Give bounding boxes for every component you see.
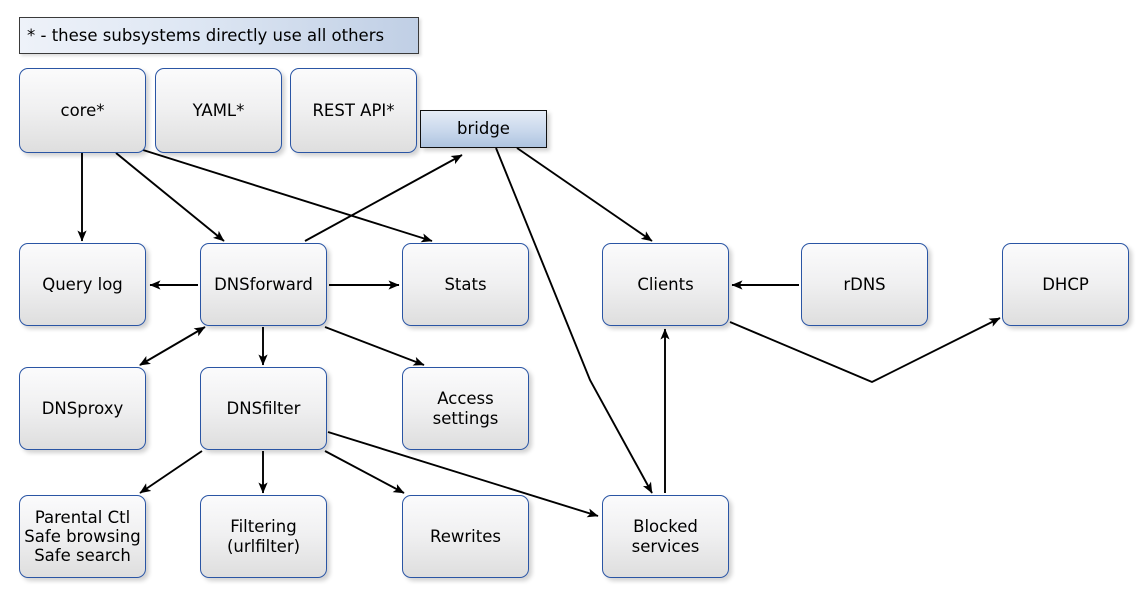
node-parental-ctl-line3: Safe search <box>34 546 131 566</box>
legend-note: * - these subsystems directly use all ot… <box>19 17 419 54</box>
node-rewrites-label: Rewrites <box>430 526 501 546</box>
node-stats[interactable]: Stats <box>402 243 529 326</box>
node-blocked-services[interactable]: Blocked services <box>602 495 729 578</box>
node-parental-ctl-line1: Parental Ctl <box>34 507 131 527</box>
node-clients[interactable]: Clients <box>602 243 729 326</box>
edge-dnsforward-access <box>324 326 425 366</box>
node-blocked-services-line2: services <box>631 536 700 556</box>
node-yaml[interactable]: YAML* <box>155 68 282 153</box>
node-parental-ctl-line2: Safe browsing <box>24 526 141 546</box>
node-dhcp-label: DHCP <box>1042 274 1089 294</box>
node-query-log-label: Query log <box>42 274 123 294</box>
node-access-settings-line2: settings <box>432 408 499 428</box>
edge-dnsfilter-rewrites <box>324 450 405 494</box>
edge-bridge-clients <box>516 147 653 242</box>
node-dnsfilter[interactable]: DNSfilter <box>200 367 327 450</box>
node-clients-label: Clients <box>637 274 694 294</box>
node-access-settings-line1: Access <box>437 389 494 409</box>
node-stats-label: Stats <box>444 274 487 294</box>
node-query-log[interactable]: Query log <box>19 243 146 326</box>
node-rdns[interactable]: rDNS <box>801 243 928 326</box>
edge-core-stats <box>142 149 433 243</box>
node-filtering-line1: Filtering <box>230 517 297 537</box>
node-yaml-label: YAML* <box>192 100 245 120</box>
edge-core-dnsforward <box>115 152 225 242</box>
edge-clients-dhcp <box>729 317 1001 384</box>
node-core[interactable]: core* <box>19 68 146 153</box>
node-blocked-services-line1: Blocked <box>633 517 698 537</box>
node-parental-ctl[interactable]: Parental Ctl Safe browsing Safe search <box>19 495 146 578</box>
edge-dnsfilter-parental <box>139 450 203 494</box>
node-filtering[interactable]: Filtering (urlfilter) <box>200 495 327 578</box>
node-rewrites[interactable]: Rewrites <box>402 495 529 578</box>
node-dnsforward[interactable]: DNSforward <box>200 243 327 326</box>
node-rest-api-label: REST API* <box>312 100 395 120</box>
node-bridge-label: bridge <box>457 119 510 139</box>
node-dhcp[interactable]: DHCP <box>1002 243 1129 326</box>
node-access-settings[interactable]: Access settings <box>402 367 529 450</box>
node-dnsproxy-label: DNSproxy <box>41 398 124 418</box>
edge-dnsforward-dnsproxy <box>139 326 206 366</box>
node-filtering-line2: (urlfilter) <box>226 536 301 556</box>
edge-dnsforward-bridge <box>304 154 463 242</box>
node-dnsproxy[interactable]: DNSproxy <box>19 367 146 450</box>
node-bridge[interactable]: bridge <box>420 110 547 148</box>
node-rdns-label: rDNS <box>843 274 886 294</box>
node-dnsfilter-label: DNSfilter <box>226 398 301 418</box>
legend-text: * - these subsystems directly use all ot… <box>27 26 385 45</box>
node-rest-api[interactable]: REST API* <box>290 68 417 153</box>
node-dnsforward-label: DNSforward <box>214 274 313 294</box>
node-core-label: core* <box>60 100 105 120</box>
